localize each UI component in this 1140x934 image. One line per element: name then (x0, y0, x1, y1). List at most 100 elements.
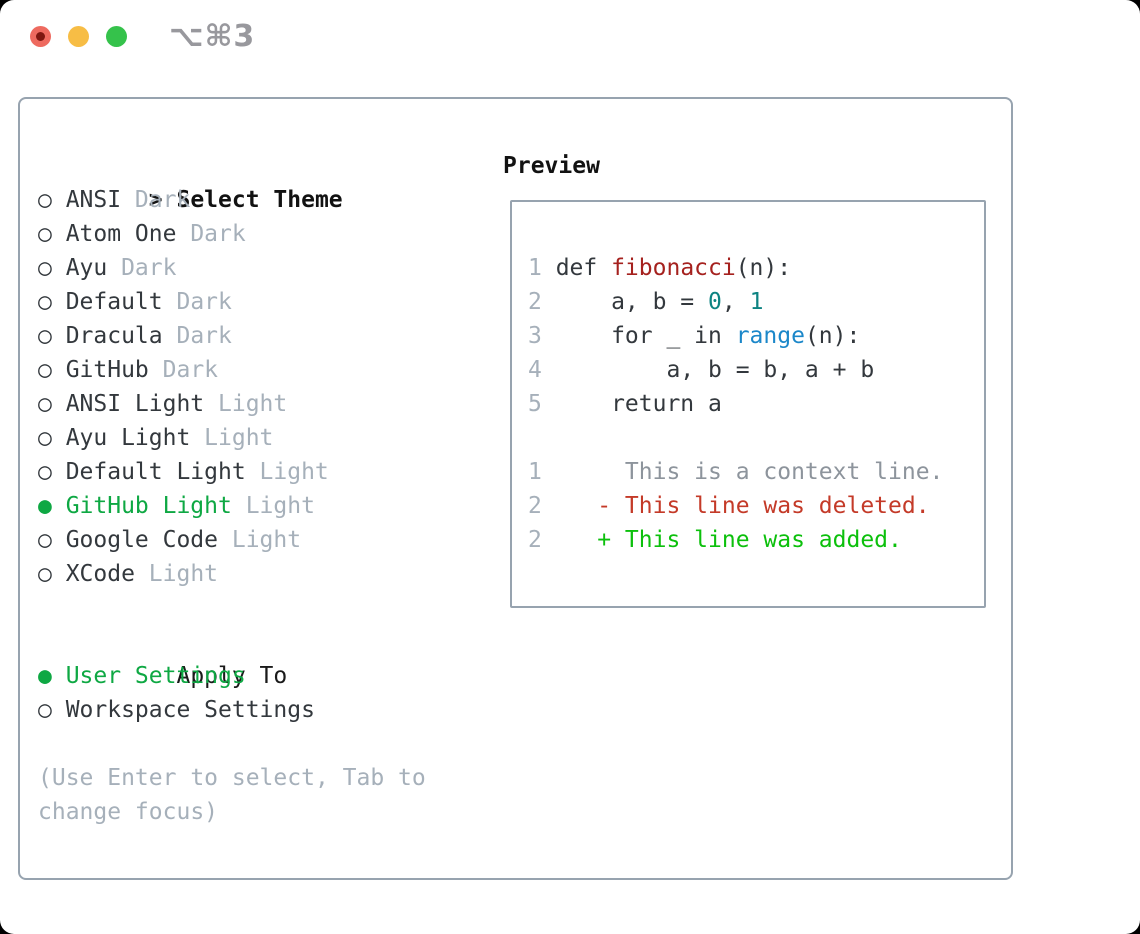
radio-icon: ○ (38, 561, 52, 587)
theme-variant-label: Dark (134, 187, 191, 213)
theme-variant-label: Dark (176, 323, 232, 349)
close-button[interactable] (30, 26, 51, 47)
theme-item-default-light[interactable]: ○ Default Light Light (38, 455, 453, 489)
apply-to-name: Workspace Settings (65, 697, 315, 723)
line-number: 1 (528, 459, 542, 485)
radio-icon: ○ (38, 425, 52, 451)
code-segment-added: + This line was added. (555, 527, 902, 553)
cursor-icon: > (148, 187, 163, 213)
line-number: 3 (528, 323, 542, 349)
radio-icon: ○ (38, 357, 52, 383)
theme-variant-label: Dark (121, 255, 177, 281)
preview-title: Preview (503, 153, 600, 179)
code-line: 5 return a (528, 387, 984, 421)
zoom-button[interactable] (106, 26, 127, 47)
radio-icon: ○ (38, 187, 52, 213)
code-segment-code: return a (555, 391, 722, 417)
line-number: 1 (528, 255, 542, 281)
theme-name: ANSI Light (65, 391, 205, 417)
select-theme-header: > Select Theme (38, 149, 453, 213)
theme-item-xcode[interactable]: ○ XCode Light (38, 557, 453, 591)
radio-icon: ○ (38, 697, 52, 723)
apply-to-items: ●User Settings ○ Workspace Settings (38, 659, 453, 727)
radio-icon: ○ (38, 459, 52, 485)
code-segment-code: a, b = b, a + b (555, 357, 875, 383)
line-number: 2 (528, 527, 542, 553)
radio-icon: ○ (38, 391, 52, 417)
theme-name: Dracula (65, 323, 163, 349)
spacer (38, 727, 453, 761)
theme-variant-label: Dark (190, 221, 246, 247)
code-line: 1 This is a context line. (528, 455, 984, 489)
radio-icon: ○ (38, 221, 52, 247)
code-line: 3 for _ in range(n): (528, 319, 984, 353)
code-line: 2 a, b = 0, 1 (528, 285, 984, 319)
theme-variant-label: Light (245, 493, 315, 519)
apply-to-title: Apply To (176, 663, 288, 689)
theme-name: GitHub Light (65, 493, 232, 519)
code-segment-context: This is a context line. (555, 459, 944, 485)
theme-name: Google Code (65, 527, 219, 553)
code-line: 2 - This line was deleted. (528, 489, 984, 523)
spacer (38, 591, 453, 625)
code-line: 2 + This line was added. (528, 523, 984, 557)
line-number: 5 (528, 391, 542, 417)
code-segment-code: (n): (804, 323, 861, 349)
close-dot-icon (36, 32, 45, 41)
code-segment-function: fibonacci (611, 255, 736, 281)
theme-item-ayu-light[interactable]: ○ Ayu Light Light (38, 421, 453, 455)
theme-item-github[interactable]: ○ GitHub Dark (38, 353, 453, 387)
code-segment-code: a, b = (555, 289, 709, 315)
theme-name: Default (65, 289, 163, 315)
theme-name: Atom One (65, 221, 177, 247)
titlebar: ⌥⌘3 (30, 19, 256, 54)
theme-variant-label: Dark (176, 289, 232, 315)
code-segment-code: (n): (735, 255, 792, 281)
apply-to-item-workspace-settings[interactable]: ○ Workspace Settings (38, 693, 453, 727)
theme-name: GitHub (65, 357, 149, 383)
radio-icon: ○ (38, 527, 52, 553)
theme-variant-label: Light (148, 561, 219, 587)
theme-variant-label: Light (259, 459, 329, 485)
select-theme-title: Select Theme (176, 187, 343, 213)
code-segment-deleted: - This line was deleted. (555, 493, 930, 519)
theme-item-dracula[interactable]: ○ Dracula Dark (38, 319, 453, 353)
hint-text: (Use Enter to select, Tab to change focu… (38, 765, 426, 825)
theme-variant-label: Dark (162, 357, 219, 383)
line-number: 2 (528, 493, 542, 519)
code-blank-line (528, 421, 984, 455)
selected-radio-icon: ● (38, 493, 52, 519)
theme-variant-label: Light (204, 425, 274, 451)
apply-to-name: User Settings (65, 663, 246, 689)
theme-name: Ayu Light (65, 425, 191, 451)
window-title: ⌥⌘3 (169, 19, 256, 54)
code-segment-number: 1 (749, 289, 764, 315)
theme-item-ansi[interactable]: ○ ANSI Dark (38, 183, 453, 217)
minimize-button[interactable] (68, 26, 89, 47)
theme-name: XCode (65, 561, 135, 587)
theme-variant-label: Light (231, 527, 302, 553)
apply-to-item-user-settings[interactable]: ●User Settings (38, 659, 453, 693)
theme-item-ansi-light[interactable]: ○ ANSI Light Light (38, 387, 453, 421)
theme-name: Default Light (65, 459, 246, 485)
theme-item-google-code[interactable]: ○ Google Code Light (38, 523, 453, 557)
theme-item-github-light[interactable]: ● GitHub Light Light (38, 489, 453, 523)
theme-item-atom-one[interactable]: ○ Atom One Dark (38, 217, 453, 251)
code-segment-number: 0 (708, 289, 722, 315)
radio-icon: ○ (38, 255, 52, 281)
theme-name: ANSI (65, 187, 122, 213)
line-number: 2 (528, 289, 542, 315)
code-segment-code: , (721, 289, 750, 315)
radio-icon: ○ (38, 323, 52, 349)
apply-to-header: Apply To (38, 625, 453, 689)
theme-variant-label: Light (218, 391, 288, 417)
line-number: 4 (528, 357, 542, 383)
code-segment-builtin: range (735, 323, 805, 349)
